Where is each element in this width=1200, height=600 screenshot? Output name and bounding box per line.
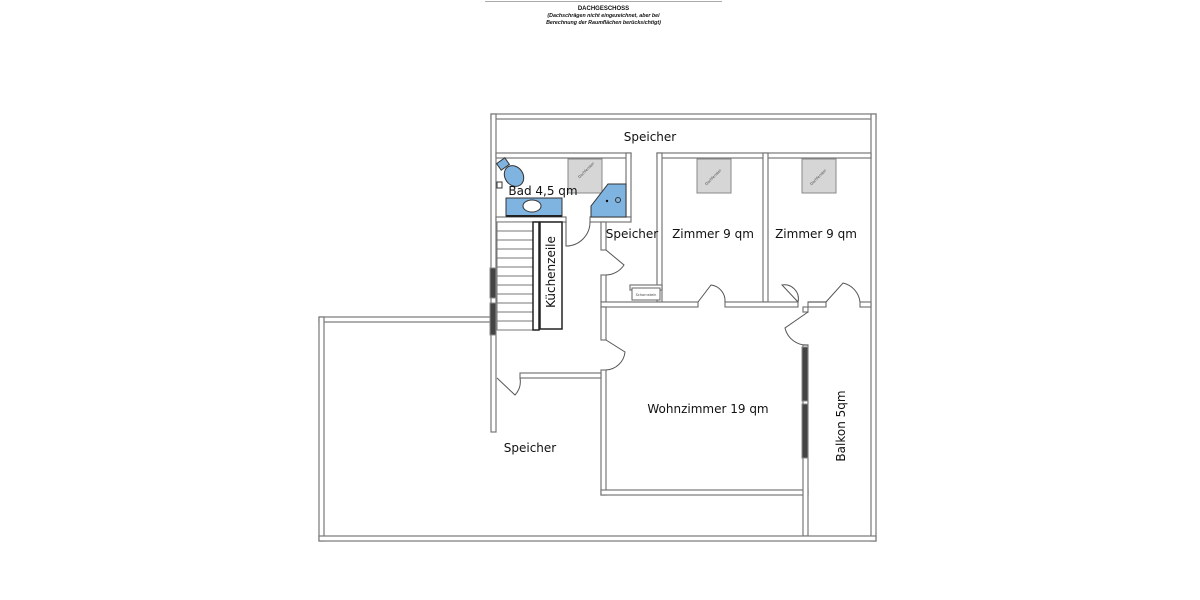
door-swing (496, 377, 521, 396)
wall-segment (600, 274, 607, 303)
window (489, 267, 497, 299)
stair-step (496, 239, 534, 250)
wall-segment (490, 113, 877, 120)
room-label-speicher-small: Speicher (606, 227, 659, 241)
wall-segment (870, 113, 877, 542)
window (489, 302, 497, 336)
door-swing (784, 311, 809, 346)
subtitle-line-1: (Dachschrägen nicht eingezeichnet, aber … (547, 13, 660, 19)
wall-segment (807, 301, 827, 308)
wall-segment (589, 216, 632, 223)
room-label-wohnzimmer: Wohnzimmer 19 qm (647, 402, 768, 416)
stair-step (496, 257, 534, 268)
wall-segment (600, 221, 607, 251)
door-swing (605, 249, 625, 276)
door-swing (697, 284, 726, 303)
wall-segment (495, 152, 632, 159)
wall-segment (600, 369, 607, 496)
subtitle-line-2: Berechnung der Raumflächen berücksichtig… (546, 20, 661, 26)
stair-step (496, 284, 534, 295)
chimney-label: Schornstein (636, 293, 657, 297)
room-label-speicher-top: Speicher (624, 130, 677, 144)
stair-step (496, 311, 534, 322)
stair-step (496, 275, 534, 286)
wall-segment (318, 316, 325, 542)
kitchen-counter-edge (532, 221, 540, 331)
stair-step (496, 320, 534, 331)
sink-icon (505, 197, 563, 217)
wall-segment (318, 316, 492, 323)
stair-step (496, 230, 534, 241)
door-swing (780, 284, 826, 303)
wall-segment (625, 152, 632, 218)
wall-segment (600, 306, 607, 341)
wall-segment (318, 535, 877, 542)
toilet-icon (495, 157, 525, 189)
plan-subtitle: (Dachschrägen nicht eingezeichnet, aber … (485, 13, 722, 27)
stair-step (496, 293, 534, 304)
room-label-bad: Bad 4,5 qm (508, 184, 577, 198)
plan-title: DACHGESCHOSS (577, 6, 630, 12)
wall-segment (519, 372, 602, 379)
skylight: Dachfenster (801, 158, 837, 194)
room-label-kuechenzeile: Küchenzeile (544, 236, 558, 308)
door-swing (565, 221, 591, 247)
door-swing (825, 282, 861, 303)
skylight: Dachfenster (696, 158, 732, 194)
stair-step (496, 248, 534, 259)
window (801, 403, 809, 459)
skylight: Dachfenster (567, 158, 603, 194)
stair-step (496, 302, 534, 313)
staircase (496, 221, 534, 331)
stair-step (496, 266, 534, 277)
wall-segment (859, 301, 872, 308)
wall-segment (600, 301, 699, 308)
window (801, 346, 809, 402)
room-label-zimmer-2: Zimmer 9 qm (775, 227, 857, 241)
header-rule (485, 1, 722, 2)
stair-step (496, 221, 534, 232)
wall-segment (600, 489, 809, 496)
room-label-speicher-large: Speicher (504, 441, 557, 455)
wall-segment (724, 301, 799, 308)
wall-segment (802, 306, 809, 313)
shower-icon (590, 183, 627, 218)
doors (496, 221, 861, 396)
room-label-balkon: Balkon 5qm (834, 390, 848, 461)
chimney: Schornstein (631, 287, 661, 301)
room-label-zimmer-1: Zimmer 9 qm (672, 227, 754, 241)
kitchen-counter (539, 221, 563, 330)
wall-segment (762, 152, 769, 303)
door-swing (605, 339, 626, 371)
